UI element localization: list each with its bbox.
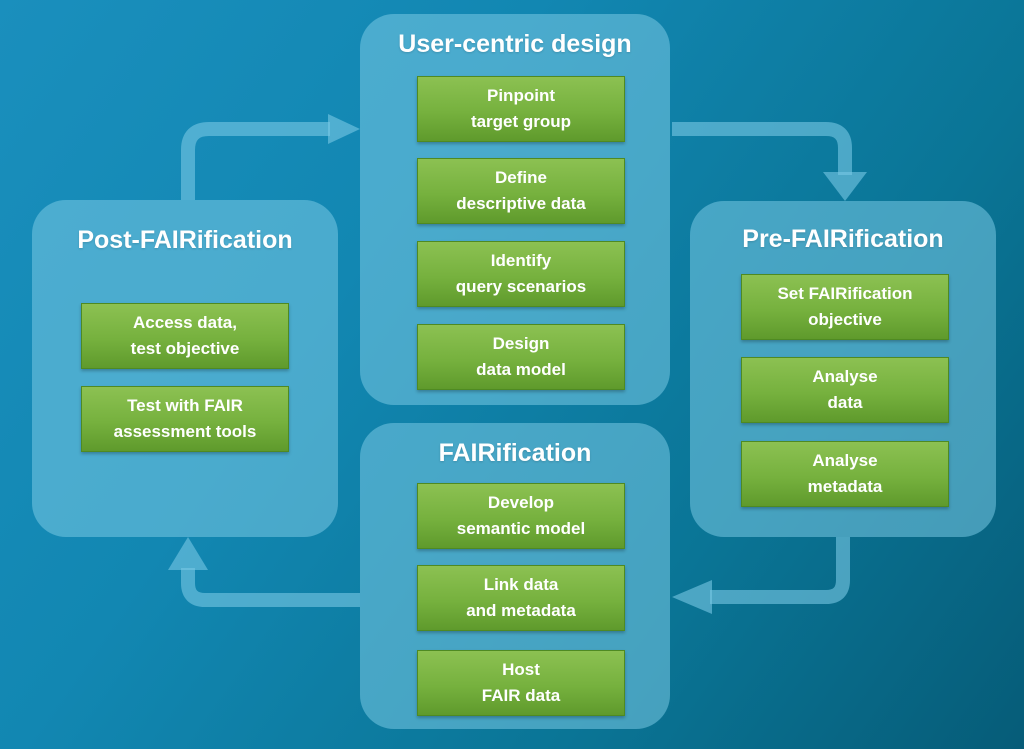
step-analyse-data: Analyse data [741, 357, 949, 423]
step-line: descriptive data [456, 194, 586, 213]
step-line: Access data, [133, 313, 237, 332]
step-line: assessment tools [113, 422, 257, 441]
step-line: semantic model [456, 519, 586, 538]
phase-post-fairification: Post-FAIRification Access data, test obj… [32, 200, 338, 537]
step-line: and metadata [466, 601, 576, 620]
step-test-with-fair-assessment-tools: Test with FAIR assessment tools [81, 386, 289, 452]
arrowhead-pre [823, 172, 867, 201]
phase-title: User-centric design [398, 30, 632, 58]
step-line: data [827, 393, 863, 412]
step-line: Design [492, 334, 550, 353]
arrow-fair-to-post [181, 568, 360, 607]
step-line: Test with FAIR [127, 396, 243, 415]
step-pinpoint-target-group: Pinpoint target group [417, 76, 625, 142]
step-line: Set FAIRification [777, 284, 913, 303]
step-link-data-and-metadata: Link data and metadata [417, 565, 625, 631]
step-line: objective [808, 310, 882, 329]
step-line: Host [502, 660, 540, 679]
step-line: FAIR data [481, 686, 561, 705]
arrowhead-ucd [328, 114, 360, 144]
step-line: Analyse [812, 367, 878, 386]
phase-fairification: FAIRification Develop semantic model Lin… [360, 423, 670, 729]
step-access-data-test-objective: Access data, test objective [81, 303, 289, 369]
arrow-ucd-to-pre [672, 122, 852, 175]
step-line: Pinpoint [487, 86, 555, 105]
step-line: test objective [130, 339, 240, 358]
step-design-data-model: Design data model [417, 324, 625, 390]
step-line: metadata [807, 477, 883, 496]
step-line: Develop [487, 493, 555, 512]
arrow-pre-to-fair [710, 537, 850, 604]
step-line: Define [495, 168, 547, 187]
phase-title: Post-FAIRification [77, 226, 293, 254]
step-analyse-metadata: Analyse metadata [741, 441, 949, 507]
step-line: Link data [483, 575, 559, 594]
step-line: target group [470, 112, 572, 131]
phase-user-centric-design: User-centric design Pinpoint target grou… [360, 14, 670, 405]
step-define-descriptive-data: Define descriptive data [417, 158, 625, 224]
step-line: query scenarios [455, 277, 587, 296]
phase-title: FAIRification [438, 439, 592, 467]
arrowhead-post [168, 537, 208, 570]
arrow-post-to-ucd [181, 122, 330, 200]
step-develop-semantic-model: Develop semantic model [417, 483, 625, 549]
step-set-fairification-objective: Set FAIRification objective [741, 274, 949, 340]
step-identify-query-scenarios: Identify query scenarios [417, 241, 625, 307]
arrowhead-fair [672, 580, 712, 614]
step-line: data model [476, 360, 566, 379]
step-line: Analyse [812, 451, 878, 470]
step-host-fair-data: Host FAIR data [417, 650, 625, 716]
phase-title: Pre-FAIRification [742, 225, 944, 253]
step-line: Identify [490, 251, 552, 270]
phase-pre-fairification: Pre-FAIRification Set FAIRification obje… [690, 201, 996, 537]
